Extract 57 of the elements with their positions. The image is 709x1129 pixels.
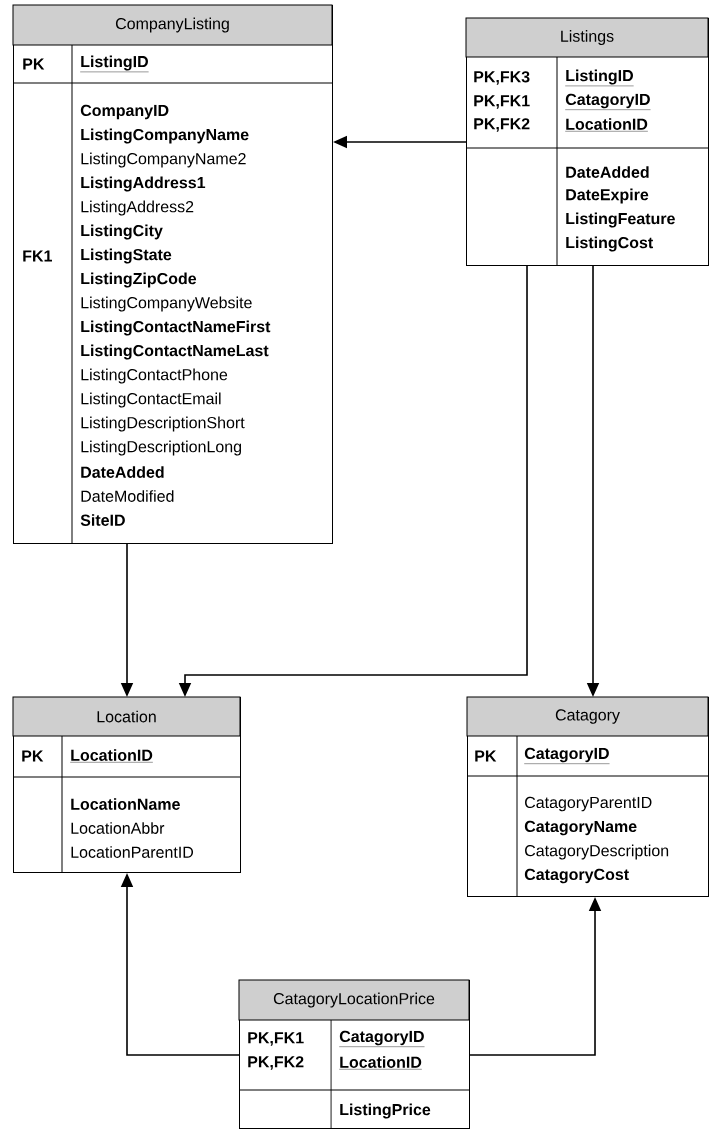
column-name: ListingCompanyName bbox=[81, 128, 249, 144]
column-name: ListingZipCode bbox=[81, 272, 197, 288]
table-title: CatagoryLocationPrice bbox=[273, 992, 435, 1008]
column-name: LocationID bbox=[339, 1056, 423, 1070]
column-name: ListingAddress2 bbox=[81, 200, 194, 216]
column-name: ListingCompanyName2 bbox=[81, 152, 246, 168]
column-name: DateExpire bbox=[566, 188, 649, 204]
column-name: CatagoryID bbox=[339, 1030, 425, 1047]
column-name: ListingID bbox=[565, 69, 634, 87]
column-name: DateModified bbox=[81, 490, 174, 502]
column-name: ListingContactNameLast bbox=[81, 344, 269, 360]
column-name: ListingAddress1 bbox=[81, 176, 206, 192]
column-name: CatagoryID bbox=[524, 747, 610, 764]
key-label: PK,FK2 bbox=[248, 1056, 304, 1070]
column-name: LocationName bbox=[71, 798, 180, 810]
key-label: PK,FK3 bbox=[474, 71, 530, 85]
table-title: Listings bbox=[561, 30, 614, 45]
column-name: SiteID bbox=[80, 514, 125, 526]
column-name: ListingCity bbox=[81, 224, 163, 240]
column-name: ListingContactEmail bbox=[81, 392, 221, 408]
column-name: CatagoryDescription bbox=[525, 844, 669, 860]
column-name: ListingContactNameFirst bbox=[81, 320, 271, 336]
key-label: PK,FK1 bbox=[248, 1032, 304, 1046]
column-name: ListingCompanyWebsite bbox=[81, 296, 252, 312]
column-name: LocationAbbr bbox=[71, 822, 165, 834]
table-title: Location bbox=[97, 710, 156, 723]
column-name: ListingContactPhone bbox=[81, 368, 228, 384]
column-name: DateAdded bbox=[566, 166, 649, 178]
entity-table bbox=[12, 696, 241, 873]
column-name: CatagoryParentID bbox=[525, 796, 652, 812]
key-label: PK bbox=[22, 750, 44, 762]
column-name: LocationID bbox=[70, 749, 154, 763]
entity-table bbox=[238, 979, 470, 1129]
column-name: DateAdded bbox=[81, 466, 164, 478]
key-label: PK,FK2 bbox=[474, 118, 530, 132]
column-name: ListingFeature bbox=[566, 212, 675, 228]
column-name: ListingDescriptionLong bbox=[81, 440, 241, 456]
column-name: ListingDescriptionShort bbox=[81, 416, 245, 432]
table-title: CompanyListing bbox=[115, 17, 229, 33]
entity-table bbox=[466, 696, 709, 897]
column-name: LocationID bbox=[565, 118, 649, 132]
column-name: ListingCost bbox=[566, 236, 653, 252]
column-name: LocationParentID bbox=[71, 846, 194, 858]
key-label: PK bbox=[23, 58, 45, 70]
column-name: CatagoryName bbox=[524, 820, 637, 836]
column-name: ListingState bbox=[81, 248, 172, 264]
key-label: PK,FK1 bbox=[474, 95, 530, 109]
column-name: ListingPrice bbox=[340, 1103, 431, 1119]
column-name: CompanyID bbox=[80, 104, 169, 120]
key-label: PK bbox=[475, 750, 497, 762]
column-name: CatagoryID bbox=[565, 93, 651, 110]
entity-table bbox=[465, 17, 709, 266]
column-name: ListingID bbox=[80, 55, 149, 73]
table-title: Catagory bbox=[555, 709, 620, 724]
key-label: FK1 bbox=[23, 250, 52, 262]
entity-table bbox=[12, 4, 333, 544]
column-name: CatagoryCost bbox=[524, 868, 629, 884]
